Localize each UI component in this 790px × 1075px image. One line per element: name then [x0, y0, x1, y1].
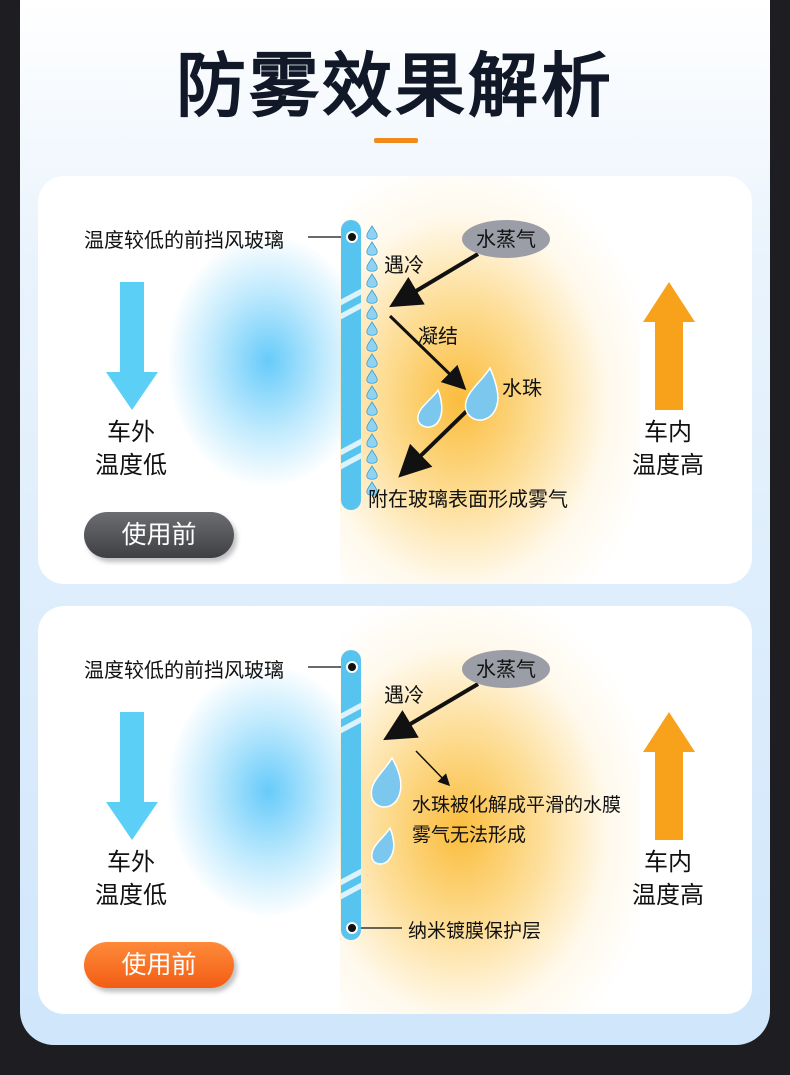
coating-label: 纳米镀膜保护层: [408, 920, 542, 942]
water-drop-icon: [464, 366, 499, 421]
windshield-label: 温度较低的前挡风玻璃: [84, 228, 284, 252]
small-droplet-icon: [366, 257, 378, 272]
cool-label: 遇冷: [384, 683, 424, 707]
small-droplet-icon: [366, 465, 378, 480]
small-droplet-icon: [366, 273, 378, 288]
vapor-arrow: [389, 252, 480, 308]
inside-temp-text: 车内 温度高: [632, 418, 704, 479]
before-button[interactable]: 使用前: [84, 512, 234, 558]
fog-arrow: [398, 398, 480, 478]
small-droplet-icon: [366, 321, 378, 336]
cool-label: 遇冷: [384, 253, 424, 277]
film-arrow: [415, 750, 451, 787]
small-droplet-icon: [366, 337, 378, 352]
small-droplet-icon: [366, 385, 378, 400]
small-droplet-icon: [366, 401, 378, 416]
vapor-arrow: [383, 682, 480, 741]
small-droplet-icon: [366, 289, 378, 304]
small-droplet-icon: [366, 481, 378, 496]
no-fog-label: 雾气无法形成: [412, 824, 527, 846]
title-underline: [374, 138, 418, 143]
windshield-marker-dot: [346, 661, 358, 673]
windshield-glass: [341, 650, 361, 940]
before-panel: 温度较低的前挡风玻璃 水蒸气 遇冷 凝结 水珠 附在玻璃表面形成雾气 车外 温度…: [38, 176, 752, 584]
droplet-column: [366, 225, 378, 496]
condense-label: 凝结: [418, 324, 458, 348]
condense-arrow: [388, 314, 467, 391]
arrow-down-icon: [106, 712, 158, 840]
small-droplet-icon: [366, 417, 378, 432]
outside-temp-text: 车外 温度低: [95, 418, 167, 479]
before-diagram-lines: [106, 225, 695, 496]
windshield-label: 温度较低的前挡风玻璃: [84, 658, 284, 682]
windshield-marker-dot: [346, 231, 358, 243]
cold-air-glow: [168, 666, 368, 916]
small-droplet-icon: [366, 449, 378, 464]
inside-temp-text: 车内 温度高: [632, 848, 704, 909]
windshield-glass: [341, 220, 361, 510]
water-vapor-bubble: 水蒸气: [462, 220, 550, 258]
small-droplet-icon: [366, 225, 378, 240]
small-droplet-icon: [366, 353, 378, 368]
water-drop-icon: [371, 826, 395, 865]
after-button[interactable]: 使用前: [84, 942, 234, 988]
arrow-up-icon: [643, 282, 695, 410]
after-panel: 温度较低的前挡风玻璃 水蒸气 遇冷 水珠被化解成平滑的水膜 雾气无法形成 纳米镀…: [38, 606, 752, 1014]
arrow-up-icon: [643, 712, 695, 840]
outside-temp-text: 车外 温度低: [95, 848, 167, 909]
water-vapor-bubble: 水蒸气: [462, 650, 550, 688]
page-title: 防雾效果解析: [176, 45, 614, 127]
arrow-down-icon: [106, 282, 158, 410]
water-drop-icon: [417, 388, 443, 428]
water-drop-icon: [370, 756, 402, 808]
cold-air-glow: [168, 236, 368, 486]
small-droplet-icon: [366, 433, 378, 448]
infographic-page: 防雾效果解析: [20, 0, 770, 1045]
small-droplet-icon: [366, 369, 378, 384]
fog-label: 附在玻璃表面形成雾气: [368, 487, 568, 511]
small-droplet-icon: [366, 305, 378, 320]
after-diagram-lines: [106, 666, 695, 929]
coating-marker-dot: [346, 922, 358, 934]
droplet-label: 水珠: [502, 376, 542, 400]
film-label: 水珠被化解成平滑的水膜: [412, 794, 622, 816]
small-droplet-icon: [366, 241, 378, 256]
